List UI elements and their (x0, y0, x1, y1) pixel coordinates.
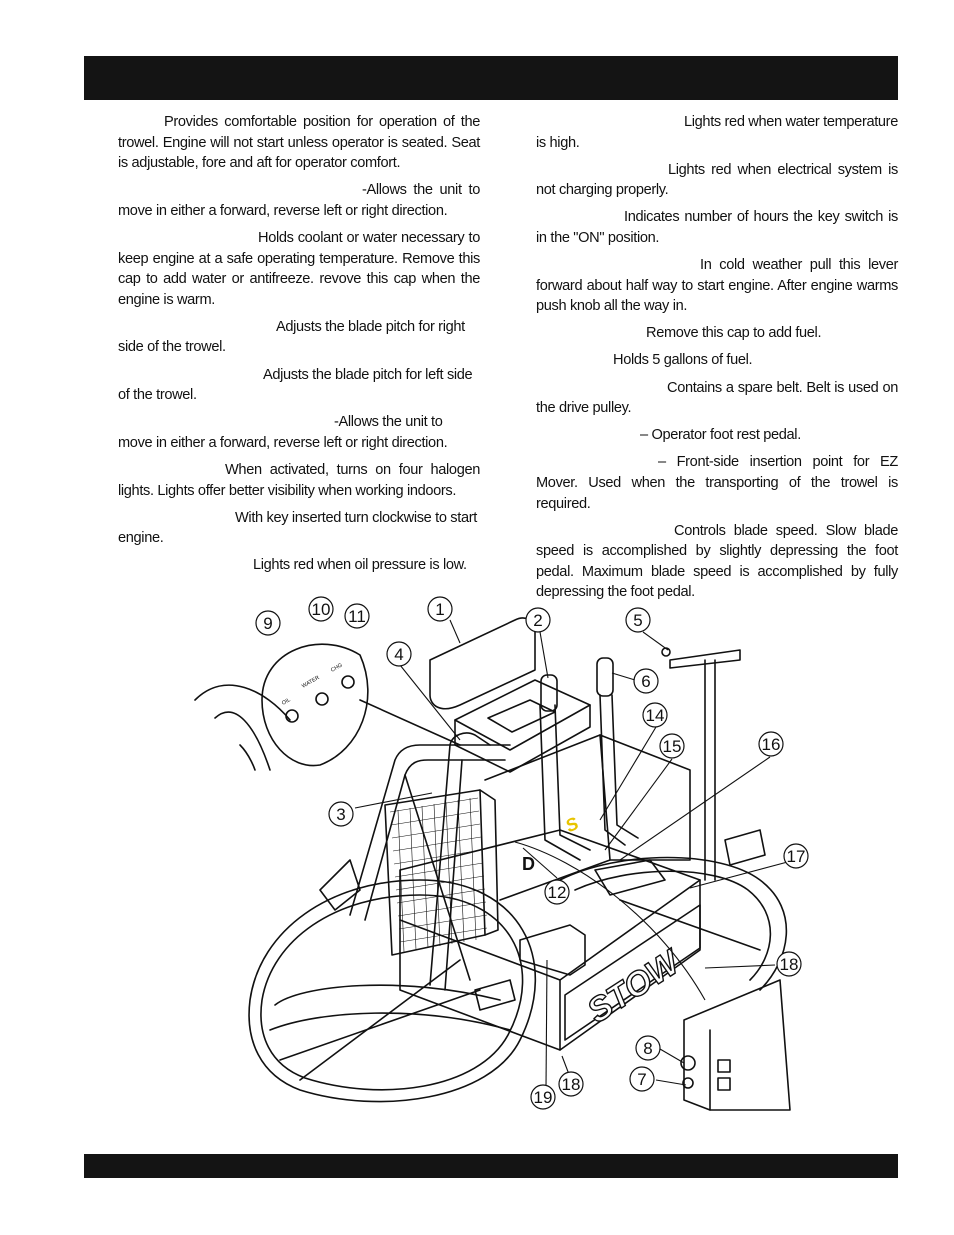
callout-4 (386, 641, 412, 667)
callout-1 (427, 596, 453, 622)
callout-10-label: 10 (312, 600, 331, 619)
ignition-switch-description: With key inserted turn clockwise to star… (118, 509, 477, 547)
oil-label: OIL (281, 697, 292, 707)
left-column: Provides comfortable position for operat… (118, 112, 480, 582)
callout-7 (629, 1066, 655, 1092)
callout-17 (783, 843, 809, 869)
callout-8 (635, 1035, 661, 1061)
right-column: Lights red when water temperature is hig… (536, 112, 898, 609)
callout-12-label: 12 (548, 883, 567, 902)
footer-bar (84, 1154, 898, 1178)
callout-18a (776, 951, 802, 977)
callout-15 (659, 733, 685, 759)
steering-control-right-description: -Allows the unit to move in either a for… (118, 182, 480, 219)
callout-6-label: 6 (641, 672, 650, 691)
callout-19-label: 19 (534, 1088, 553, 1107)
light-switch-description: When activated, turns on four halogen li… (118, 461, 480, 499)
fuel-cap-description: Remove this cap to add fuel. (646, 325, 822, 342)
water-temp-light-description: Lights red when water temperature is hig… (536, 114, 898, 151)
right-pitch-control-description: Adjusts the blade pitch for right side o… (118, 318, 465, 356)
callout-11-label: 11 (348, 607, 366, 626)
chg-label: CHG (330, 662, 344, 673)
callout-12 (544, 879, 570, 905)
header-bar (84, 56, 898, 100)
callout-14 (642, 702, 668, 728)
callout-2 (525, 607, 551, 633)
callout-15-label: 15 (663, 737, 682, 756)
foot-pedal-description: Controls blade speed. Slow blade speed i… (536, 522, 898, 601)
callout-18b-label: 18 (562, 1075, 581, 1094)
trowel-illustration: STOW S D OIL WATER CHG (194, 596, 809, 1111)
ez-mover-description: – Front-side insertion point for EZ Move… (536, 454, 898, 512)
callout-14-label: 14 (646, 706, 665, 725)
callout-10 (308, 596, 334, 622)
callout-2-label: 2 (533, 611, 542, 630)
callout-16 (758, 731, 784, 757)
brand-logo-text: STOW (581, 942, 689, 1031)
foot-rest-description: – Operator foot rest pedal. (640, 427, 801, 444)
callout-7-label: 7 (637, 1070, 646, 1089)
callout-11 (344, 603, 370, 629)
callout-18a-label: 18 (780, 955, 799, 974)
spare-belt-description: Contains a spare belt. Belt is used on t… (536, 379, 898, 417)
callout-18b (558, 1071, 584, 1097)
callout-17-label: 17 (787, 847, 806, 866)
callout-4-label: 4 (394, 645, 403, 664)
callout-16-label: 16 (762, 735, 781, 754)
callout-9 (255, 610, 281, 636)
fuel-tank-description: Holds 5 gallons of fuel. (613, 352, 753, 369)
seat-description: Provides comfortable position for operat… (118, 114, 480, 172)
callout-19 (530, 1084, 556, 1110)
hour-meter-description: Indicates number of hours the key switch… (536, 209, 898, 246)
callout-9-label: 9 (263, 614, 272, 633)
left-pitch-control-description: Adjusts the blade pitch for left side of… (118, 366, 473, 404)
radiator-grille (389, 797, 488, 953)
callout-6 (633, 668, 659, 694)
water-label: WATER (301, 675, 321, 690)
callout-1-label: 1 (435, 600, 444, 619)
steering-control-left-description: -Allows the unit to move in either a for… (118, 414, 448, 451)
callout-5-label: 5 (633, 611, 642, 630)
charge-light-description: Lights red when electrical system is not… (536, 161, 898, 199)
callout-3 (328, 801, 354, 827)
callout-8-label: 8 (643, 1039, 652, 1058)
callout-5 (625, 607, 651, 633)
side-decal-text: D (522, 854, 535, 874)
choke-description: In cold weather pull this lever forward … (536, 257, 898, 315)
radiator-cap-description: Holds coolant or water necessary to keep… (118, 229, 480, 308)
callout-3-label: 3 (336, 805, 345, 824)
oil-light-description: Lights red when oil pressure is low. (253, 557, 467, 574)
yellow-decal-text: S (562, 813, 581, 836)
